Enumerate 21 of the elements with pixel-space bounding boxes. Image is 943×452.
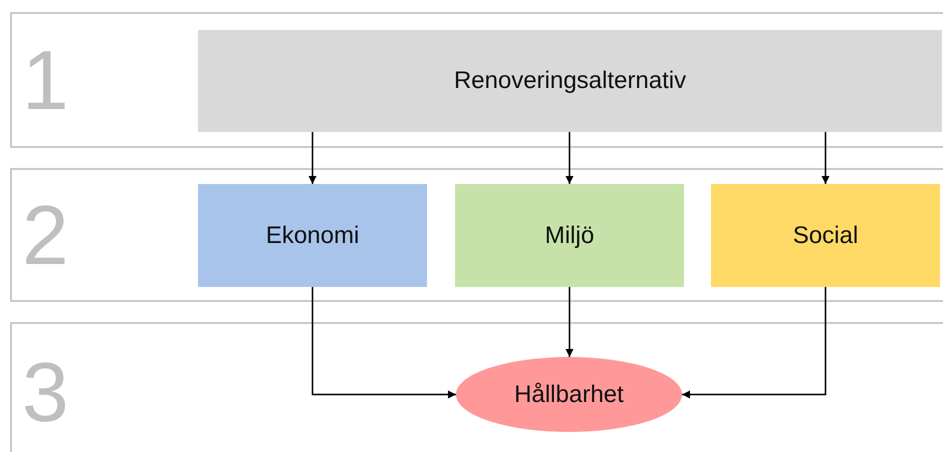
process-box: [198, 184, 427, 287]
row-number: 1: [22, 38, 69, 122]
arrow: [822, 132, 830, 184]
arrow: [566, 287, 574, 357]
row-band: [10, 12, 943, 148]
arrow: [566, 132, 574, 184]
row-band: [10, 168, 943, 302]
process-box: [198, 30, 942, 132]
row-band: [10, 322, 943, 452]
row-number: 3: [22, 350, 69, 434]
arrow: [308, 132, 316, 184]
row-number: 2: [22, 193, 69, 277]
node-label: Ekonomi: [266, 222, 360, 250]
node-label: Renoveringsalternativ: [454, 67, 686, 95]
node-label: Hållbarhet: [514, 380, 624, 408]
node-label: Miljö: [544, 222, 594, 250]
arrow: [312, 287, 456, 398]
arrow: [682, 287, 826, 398]
process-box: [455, 184, 684, 287]
process-box: [711, 184, 940, 287]
node-label: Social: [792, 222, 858, 250]
